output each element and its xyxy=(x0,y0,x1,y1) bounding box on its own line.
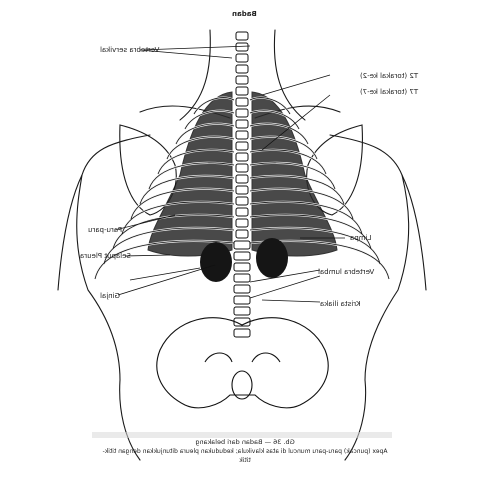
label-krista-iliaka: Krista iliaka xyxy=(320,300,361,308)
vertebra xyxy=(236,32,248,40)
vertebra xyxy=(236,186,248,194)
vertebra xyxy=(236,153,248,161)
body-outline-right xyxy=(330,135,409,460)
arm-left xyxy=(58,175,82,290)
vertebra xyxy=(234,274,250,282)
caption-line-1: Gb. 36 — Badan dari belakang xyxy=(150,438,340,446)
caption-line-2: Apex (puncak) paru-paru muncul di atas k… xyxy=(40,448,450,456)
vertebra xyxy=(236,142,248,150)
label-paru-paru: Paru-paru xyxy=(88,226,122,234)
vertebra xyxy=(236,230,248,238)
vertebra xyxy=(234,263,250,271)
vertebra xyxy=(236,98,248,106)
vertebra xyxy=(236,219,248,227)
vertebra xyxy=(234,252,250,260)
spine xyxy=(234,32,250,337)
vertebra xyxy=(236,76,248,84)
vertebra xyxy=(234,329,250,337)
vertebra xyxy=(236,109,248,117)
vertebra xyxy=(236,131,248,139)
vertebra xyxy=(234,296,250,304)
vertebra xyxy=(236,43,248,51)
label-t7: T7 (torakal ke-7) xyxy=(360,88,418,96)
vertebra xyxy=(234,241,250,249)
vertebra xyxy=(236,175,248,183)
vertebra xyxy=(234,285,250,293)
label-vertebra-cervical: Vertebra servikal xyxy=(100,46,159,54)
caption-line-3: titik xyxy=(40,457,450,465)
vertebra xyxy=(236,65,248,73)
vertebra xyxy=(236,54,248,62)
figure-title: Badan xyxy=(232,10,257,18)
vertebra xyxy=(236,197,248,205)
label-selaput-pleura: Selaput Pleura xyxy=(80,252,131,260)
vertebra xyxy=(236,208,248,216)
vertebra xyxy=(236,87,248,95)
vertebra xyxy=(234,307,250,315)
label-limpa: Limpa xyxy=(350,234,371,242)
vertebra xyxy=(236,164,248,172)
label-ginjal: Ginjal xyxy=(100,292,120,300)
label-vertebra-lumbal: Vertebra lumbal xyxy=(318,268,374,276)
label-t2: T2 (torakal ke-2) xyxy=(360,72,418,80)
vertebra xyxy=(236,120,248,128)
